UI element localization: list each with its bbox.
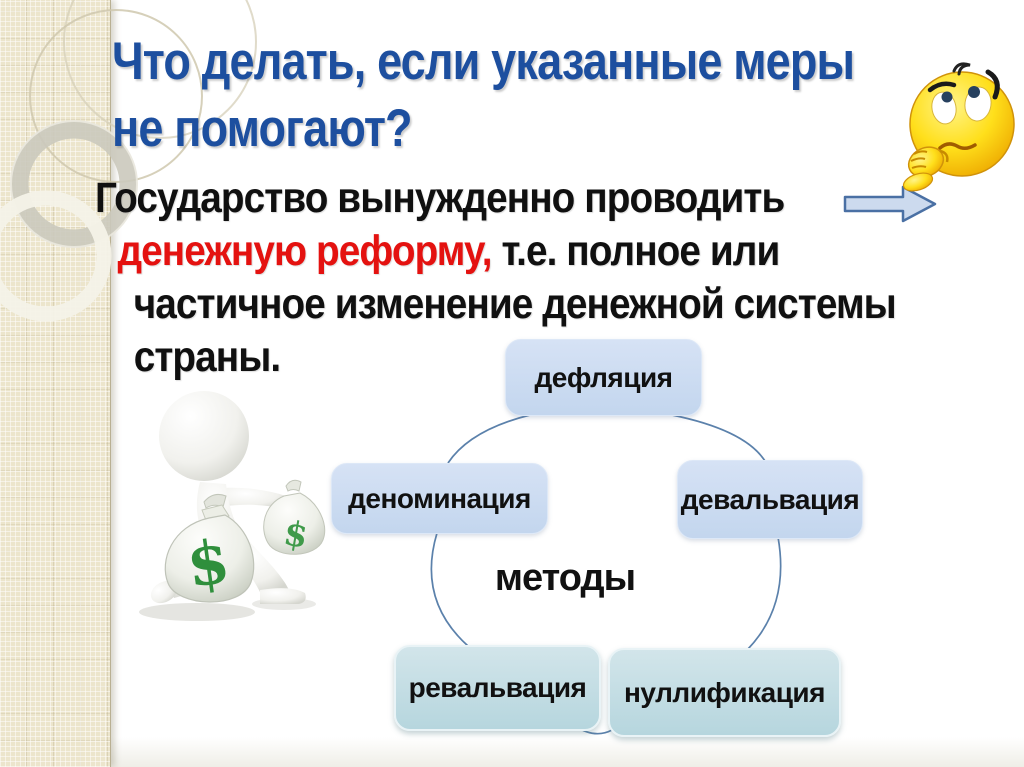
- emoji-left-pupil: [941, 91, 953, 103]
- slide-title: Что делать, если указанные меры не помог…: [112, 28, 855, 162]
- diagram-center-label: методы: [494, 557, 636, 599]
- money-bag-small: $: [263, 479, 325, 557]
- body-line-2: денежную реформу, т.е. полное или: [95, 225, 896, 278]
- figure-shadow: [139, 603, 255, 621]
- node-label: деноминация: [348, 482, 531, 514]
- diagram-connector-arcs: [430, 414, 782, 735]
- body-line-3: частичное изменение денежной системы: [95, 278, 897, 331]
- emoji-right-eyebrow: [985, 69, 1000, 100]
- thinking-smiley-icon: [902, 62, 1015, 192]
- body-line-4: страны.: [95, 331, 896, 384]
- figure-right-arm: [224, 487, 286, 509]
- diagram-node-denomination: деноминация: [331, 463, 548, 534]
- node-label: дефляция: [534, 361, 673, 393]
- diagram-node-deflation: дефляция: [505, 339, 702, 416]
- emoji-mouth: [938, 142, 977, 150]
- figure-front-foot: [260, 588, 306, 604]
- arc-deflation-denomination: [447, 414, 531, 464]
- money-bag-large: $: [164, 494, 255, 603]
- emoji-hand: [902, 146, 949, 192]
- arc-deflation-devaluation: [671, 414, 766, 462]
- money-carrier-illustration: $ $: [139, 391, 325, 621]
- body-line-3-text: частичное изменение денежной системы: [133, 280, 897, 328]
- diagram-node-revaluation: ревальвация: [394, 645, 601, 731]
- arc-devaluation-nullification: [747, 536, 782, 650]
- title-line-1: Что делать, если указанные меры: [112, 32, 855, 91]
- body-line-1-text: Государство вынужденно проводить: [95, 174, 785, 222]
- arc-denomination-revaluation: [430, 532, 469, 647]
- diagram-node-devaluation: девальвация: [677, 460, 863, 539]
- body-paragraph: Государство вынужденно проводить денежну…: [95, 172, 897, 384]
- emoji-hair-curl: [952, 62, 971, 76]
- body-line-4-text: страны.: [133, 333, 281, 381]
- node-label: девальвация: [680, 483, 860, 515]
- body-line-2-rest: т.е. полное или: [491, 227, 780, 275]
- emoji-left-eyebrow: [927, 81, 957, 93]
- diagram-node-nullification: нуллификация: [608, 648, 841, 737]
- figure-head: [159, 391, 249, 481]
- emoji-right-pupil: [968, 86, 980, 98]
- right-block-arrow-icon: [843, 185, 937, 223]
- slide-bottom-shading: [0, 737, 1024, 767]
- node-label: нуллификация: [624, 676, 825, 708]
- highlighted-term: денежную реформу,: [117, 227, 493, 275]
- body-line-1: Государство вынужденно проводить: [95, 172, 896, 225]
- dollar-sign-large: $: [183, 526, 234, 601]
- title-line-2: не помогают?: [112, 99, 413, 158]
- node-label: ревальвация: [408, 672, 587, 703]
